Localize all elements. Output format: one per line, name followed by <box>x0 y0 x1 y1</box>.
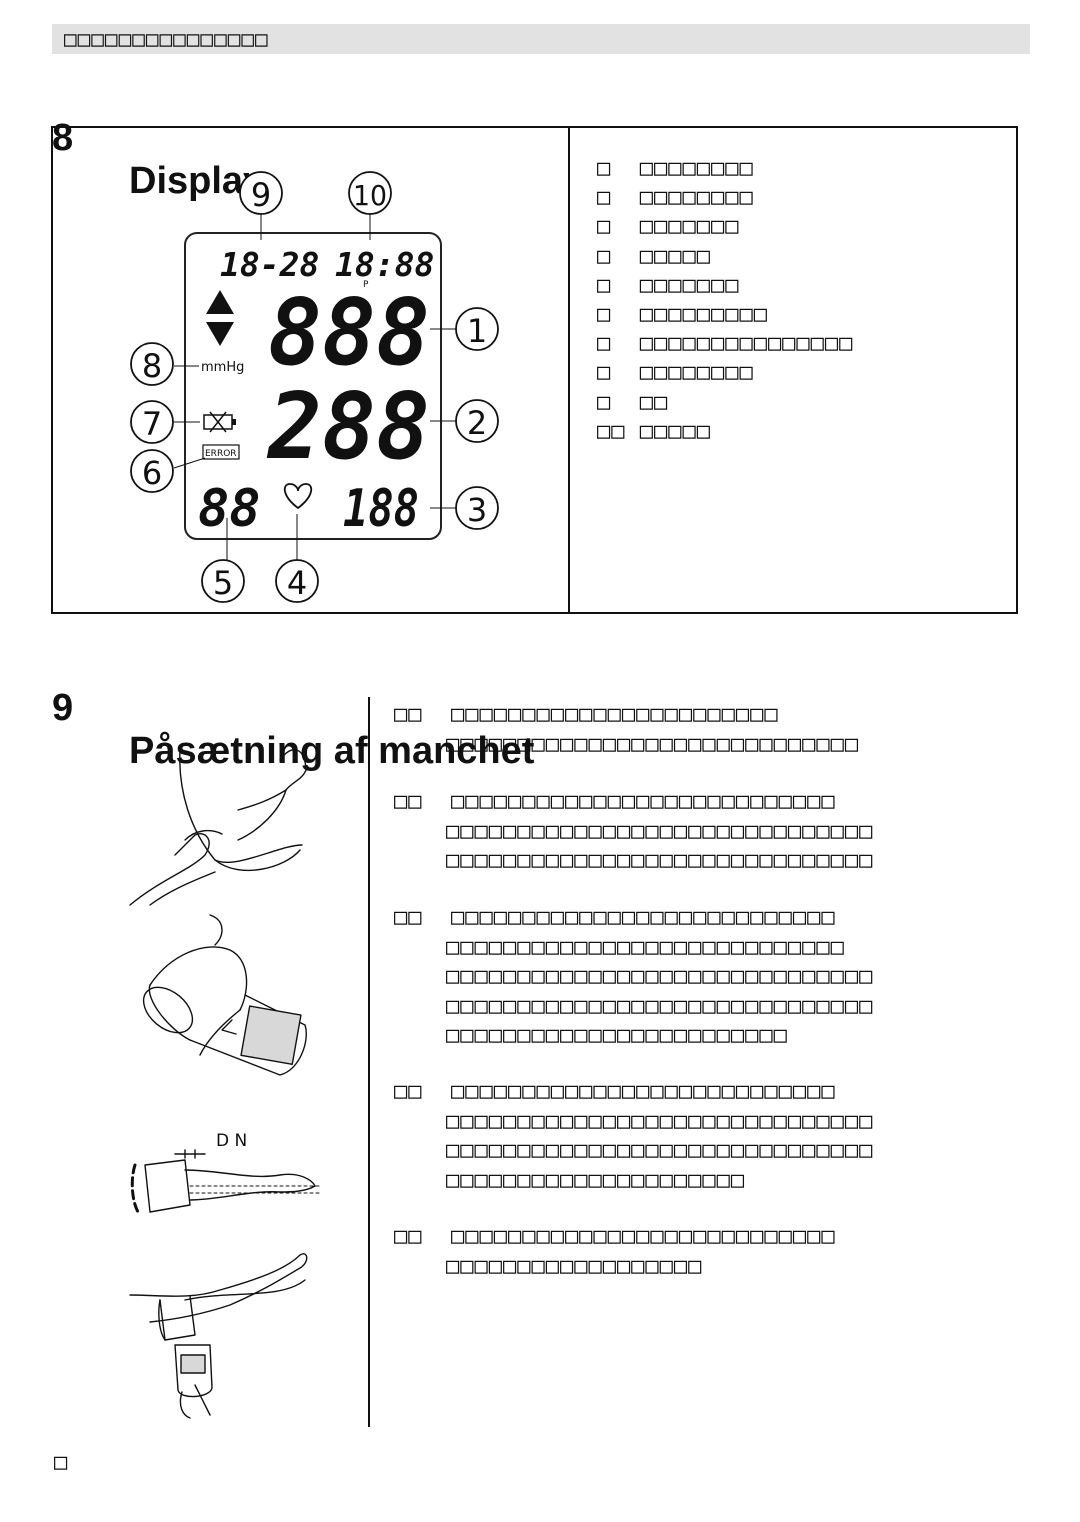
cuff-step: □□ □□□□□□□□□□□□□□□□□□□□□□□□□□□ □□□□□□□□□… <box>394 1222 1080 1281</box>
error-box <box>202 444 240 460</box>
svg-text:1: 1 <box>467 312 487 350</box>
page-header: □□□□□□□□□□□□□□□ <box>52 24 1030 54</box>
cuff-step: □□ □□□□□□□□□□□□□□□□□□□□□□□□□□□ □□□□□□□□□… <box>394 787 1080 876</box>
dn-label: D N <box>216 1131 247 1151</box>
lcd-p-indicator: P <box>363 280 369 290</box>
lcd-date: 18-28 <box>220 245 319 284</box>
svg-text:2: 2 <box>467 404 487 442</box>
cuff-illustration <box>142 914 307 1076</box>
lcd-unit: mmHg <box>201 360 244 375</box>
step-text: □□□□□□□□□□□□□□□□□□□□□□□□ <box>446 1023 788 1048</box>
step-text: □□ □□□□□□□□□□□□□□□□□□□□□□□□□□□ <box>394 789 836 814</box>
callout-4: 4 <box>275 559 319 603</box>
heart-icon <box>283 483 313 510</box>
svg-text:5: 5 <box>213 564 233 602</box>
step-text: □□□□□□□□□□□□□□□□□□□□□□□□□□□□□□ <box>446 993 874 1019</box>
lcd-frame <box>184 232 442 540</box>
arm-pulse-illustration <box>129 749 307 906</box>
step-text: □□□□□□□□□□□□□□□□□□□□□□□□□□□□□□ <box>446 818 874 844</box>
step-text: □□ □□□□□□□□□□□□□□□□□□□□□□□ <box>394 702 779 727</box>
legend-item: □ □□□□□ <box>597 243 711 269</box>
down-arrow-icon <box>206 322 234 346</box>
section-title-display: 8 Display <box>0 74 600 202</box>
legend-item: □ □□□□□□□□□ <box>597 301 768 327</box>
display-legend: □ □□□□□□□□ □ □□□□□□□□ □ □□□□□□□ □ □□□□□ … <box>597 154 1017 446</box>
svg-text:7: 7 <box>142 405 162 443</box>
lcd-systolic: 888 <box>268 279 430 386</box>
callout-2: 2 <box>455 399 499 443</box>
svg-text:3: 3 <box>467 491 487 529</box>
lcd-error: ERROR <box>205 449 237 459</box>
page-number: □ <box>54 1450 68 1475</box>
svg-text:9: 9 <box>251 176 271 214</box>
legend-item: □ □□□□□□□□ <box>597 185 754 211</box>
cuff-step: □□ □□□□□□□□□□□□□□□□□□□□□□□□□□□ □□□□□□□□□… <box>394 1077 1080 1195</box>
svg-text:10: 10 <box>353 179 387 212</box>
step-text: □□ □□□□□□□□□□□□□□□□□□□□□□□□□□□ <box>394 905 836 930</box>
legend-item: □ □□□□□□□□ <box>597 156 754 181</box>
cuff-position-illustration <box>130 1149 321 1217</box>
lcd-diagram: 18-28 18:88 P 888 288 mmHg ERROR 88 188 … <box>130 171 499 603</box>
callout-7: 7 <box>130 400 174 444</box>
callout-8: 8 <box>130 342 174 386</box>
lcd-memory: 88 <box>198 479 261 539</box>
battery-icon <box>203 411 236 433</box>
callout-9: 9 <box>239 171 283 215</box>
callout-3: 3 <box>455 486 499 530</box>
cuff-illustrations: D N <box>129 749 321 1419</box>
legend-item: □ □□□□□□□ <box>597 214 740 240</box>
step-text: □□□□□□□□□□□□□□□□□□□□□□□□□□□□□□ <box>446 1138 874 1163</box>
svg-text:4: 4 <box>287 564 307 602</box>
callout-6: 6 <box>130 449 174 493</box>
lcd-diastolic: 288 <box>266 373 430 480</box>
step-text: □□□□□□□□□□□□□□□□□□□□□□□□□□□□□□ <box>446 964 874 989</box>
cuff-step: □□ □□□□□□□□□□□□□□□□□□□□□□□ □□□□□□□□□□□□□… <box>394 700 1080 759</box>
steps-divider <box>368 697 370 1427</box>
arm-cuff-monitor-illustration <box>129 1253 308 1419</box>
step-text: □□□□□□□□□□□□□□□□□□□□□□□□□□□□□ <box>446 731 860 757</box>
lcd-time: 18:88 <box>335 245 434 284</box>
section-number: 9 <box>52 687 74 729</box>
callout-10: 10 <box>348 171 392 215</box>
svg-text:6: 6 <box>142 454 162 492</box>
section-title-cuff: 9 Påsætning af manchet <box>0 644 800 772</box>
callout-1: 1 <box>455 307 499 351</box>
step-text: □□□□□□□□□□□□□□□□□□□□□□□□□□□□□□ <box>446 1108 874 1134</box>
step-text: □□ □□□□□□□□□□□□□□□□□□□□□□□□□□□ <box>394 1079 836 1104</box>
display-panel <box>51 126 1018 614</box>
cuff-step: □□ □□□□□□□□□□□□□□□□□□□□□□□□□□□ □□□□□□□□□… <box>394 903 1080 1051</box>
legend-item: □ □□□□□□□ <box>597 272 740 298</box>
step-text: □□□□□□□□□□□□□□□□□□□□□□□□□□□□ <box>446 934 845 960</box>
legend-item: □□ □□□□□ <box>597 418 711 444</box>
callout-5: 5 <box>201 559 245 603</box>
step-text: □□□□□□□□□□□□□□□□□□□□□ <box>446 1167 746 1193</box>
legend-item: □ □□□□□□□□□□□□□□□ <box>597 331 854 357</box>
step-text: □□□□□□□□□□□□□□□□□□ <box>446 1253 703 1279</box>
up-arrow-icon <box>206 290 234 314</box>
lcd-pulse: 188 <box>343 479 419 539</box>
step-text: □□□□□□□□□□□□□□□□□□□□□□□□□□□□□□ <box>446 848 874 873</box>
header-text: □□□□□□□□□□□□□□□ <box>64 27 269 51</box>
legend-item: □ □□ <box>597 389 669 415</box>
section-label: Påsætning af manchet <box>129 730 535 772</box>
legend-item: □ □□□□□□□□ <box>597 360 754 386</box>
panel-divider <box>568 128 570 612</box>
svg-text:8: 8 <box>142 347 162 385</box>
step-text: □□ □□□□□□□□□□□□□□□□□□□□□□□□□□□ <box>394 1224 836 1249</box>
